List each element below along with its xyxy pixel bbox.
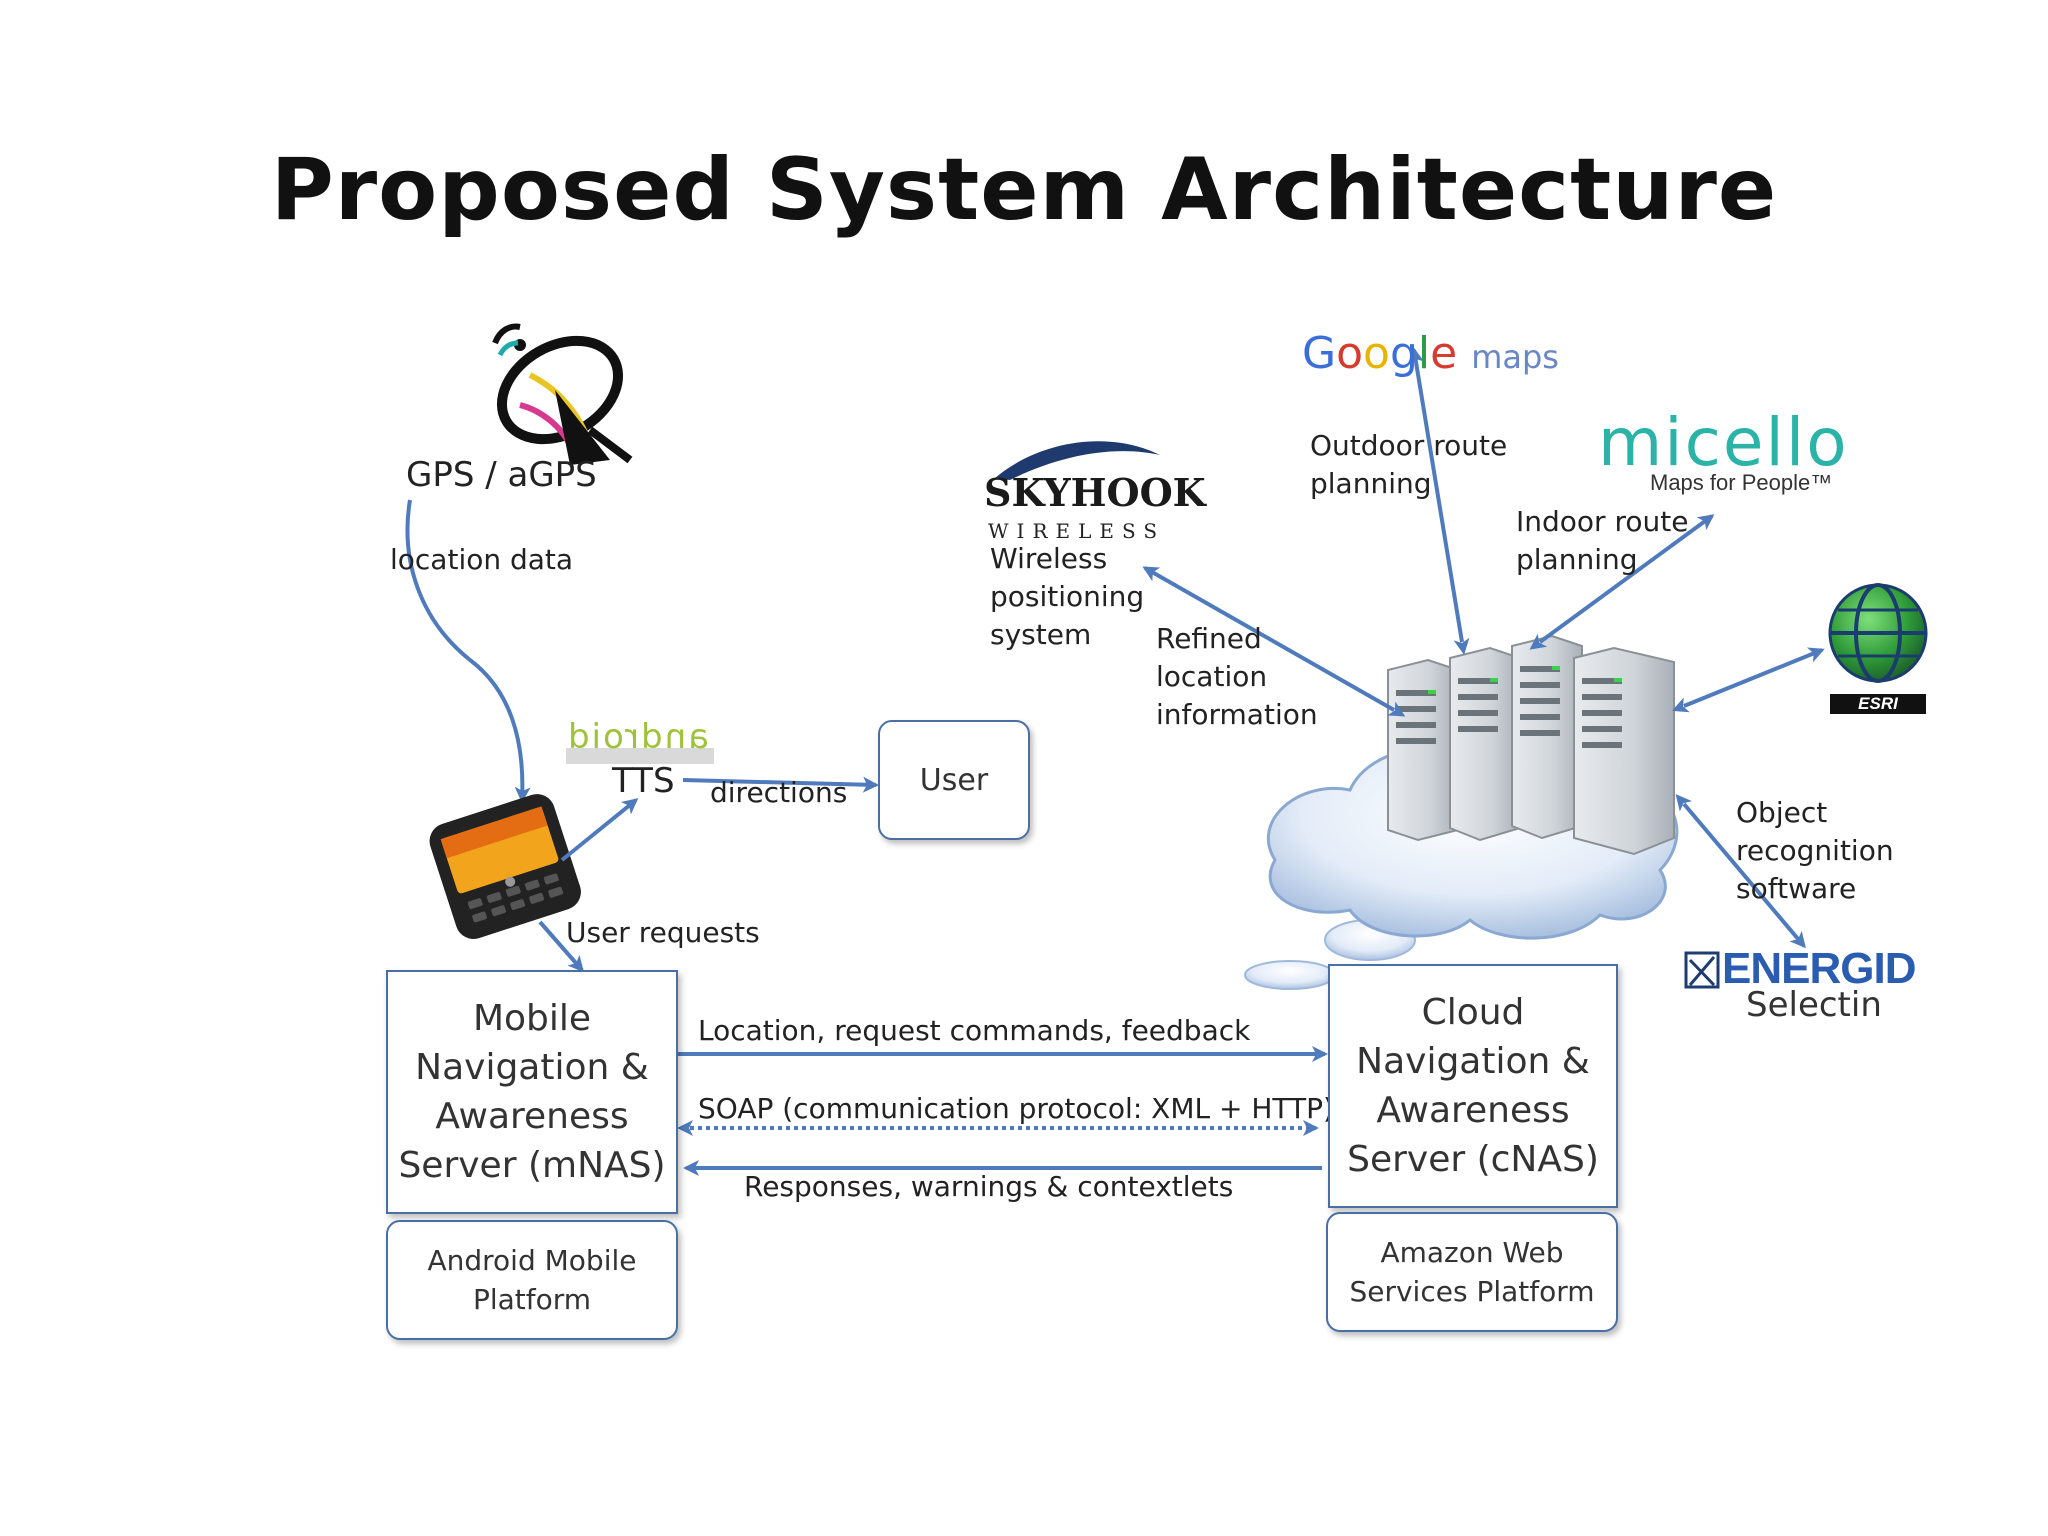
skyhook-desc: Wireless positioning system bbox=[990, 542, 1145, 651]
mnas-box: Mobile Navigation & Awareness Server (mN… bbox=[386, 970, 678, 1214]
aws-platform-box: Amazon Web Services Platform bbox=[1326, 1212, 1618, 1332]
google-maps-arrow bbox=[1408, 347, 1470, 655]
directions-label: directions bbox=[710, 776, 848, 809]
indoor-route-label: Indoor route planning bbox=[1516, 505, 1689, 576]
satellite-dish-icon bbox=[492, 323, 633, 465]
tts-label: TTS bbox=[612, 761, 675, 801]
esri-logo-text: ESRI bbox=[1858, 694, 1898, 713]
energid-logo-mark bbox=[1684, 951, 1720, 989]
skyhook-arrow bbox=[1142, 566, 1406, 717]
micello-tagline: Maps for People™ bbox=[1650, 470, 1833, 495]
location-data-label: location data bbox=[390, 543, 574, 576]
gps-to-phone-arrow bbox=[405, 499, 531, 803]
gps-label: GPS / aGPS bbox=[406, 455, 597, 495]
energid-logo: ENERGID bbox=[1722, 944, 1916, 993]
skyhook-logo: SKYHOOK bbox=[984, 470, 1206, 515]
page-title: Proposed System Architecture bbox=[270, 140, 1778, 240]
micello-logo: micello bbox=[1598, 404, 1849, 481]
location-commands-label: Location, request commands, feedback bbox=[698, 1014, 1251, 1047]
google-maps-logo: Google maps bbox=[1302, 328, 1559, 379]
android-logo: android bbox=[566, 717, 710, 757]
soap-label: SOAP (communication protocol: XML + HTTP… bbox=[698, 1092, 1334, 1125]
user-requests-label: User requests bbox=[566, 916, 760, 949]
phone-to-mnas-arrow bbox=[538, 920, 584, 973]
smartphone-icon bbox=[429, 794, 581, 940]
android-platform-box: Android Mobile Platform bbox=[386, 1220, 678, 1340]
energid-arrow bbox=[1675, 794, 1806, 949]
cnas-box: Cloud Navigation & Awareness Server (cNA… bbox=[1328, 964, 1618, 1208]
esri-globe-icon bbox=[1828, 583, 1928, 714]
esri-arrow bbox=[1671, 647, 1825, 713]
refined-location-label: Refined location information bbox=[1156, 622, 1318, 731]
phone-to-tts-arrow bbox=[560, 798, 639, 862]
selectin-label: Selectin bbox=[1746, 985, 1882, 1025]
object-recognition-label: Object recognition software bbox=[1736, 796, 1894, 905]
responses-label: Responses, warnings & contextlets bbox=[744, 1170, 1234, 1203]
user-box: User bbox=[878, 720, 1030, 840]
outdoor-route-label: Outdoor route planning bbox=[1310, 429, 1508, 500]
android-logo-bar bbox=[566, 748, 714, 764]
server-rack-icon bbox=[1387, 634, 1675, 856]
skyhook-sub: WIRELESS bbox=[988, 519, 1166, 543]
micello-arrow bbox=[1529, 514, 1715, 650]
skyhook-swoosh-icon bbox=[995, 441, 1160, 480]
tts-to-user-arrow bbox=[682, 776, 879, 793]
